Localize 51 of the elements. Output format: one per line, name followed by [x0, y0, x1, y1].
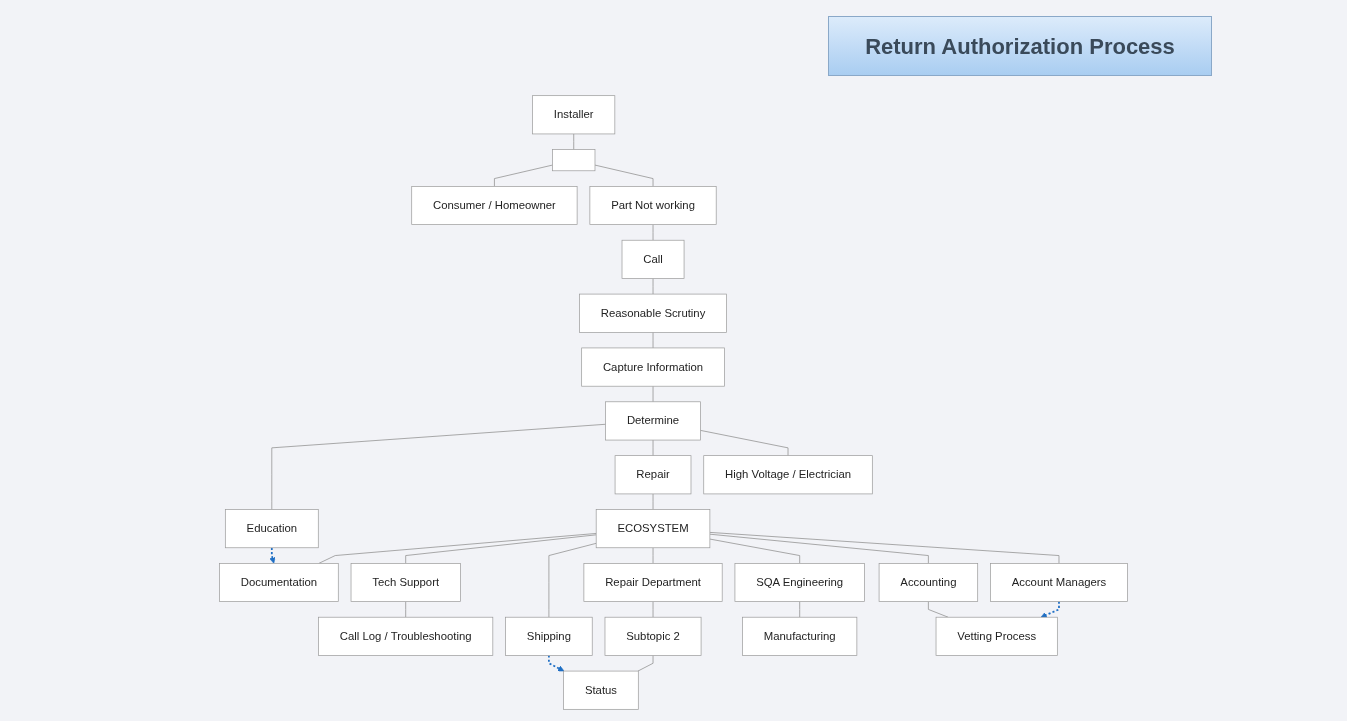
node-box: [552, 149, 596, 172]
node-box: Vetting Process: [935, 616, 1058, 656]
connector: [652, 224, 654, 241]
connector: [271, 423, 607, 510]
node-box: Education: [224, 509, 319, 549]
connector: [709, 538, 801, 564]
connector: [709, 533, 929, 564]
connector: [700, 429, 789, 457]
node-box: Accounting: [878, 563, 979, 602]
connector: [652, 385, 654, 403]
node-box: Manufacturing: [742, 616, 858, 656]
connector: [652, 331, 654, 349]
connector: [548, 542, 597, 618]
connector: [652, 601, 654, 618]
node-box: High Voltage / Electrician: [703, 455, 873, 495]
node-box: Status: [563, 670, 639, 710]
arrow: [269, 546, 276, 564]
connector: [494, 164, 553, 187]
connector: [637, 655, 654, 672]
connector: [652, 278, 654, 295]
connector: [405, 601, 407, 618]
node-box: Capture Information: [581, 347, 725, 387]
connector: [652, 547, 654, 564]
node-box: Shipping: [505, 616, 593, 656]
connector: [594, 164, 654, 187]
node-box: Repair: [614, 455, 692, 495]
connector: [405, 534, 597, 564]
arrow: [548, 654, 565, 672]
connector: [318, 533, 597, 564]
node-box: Determine: [605, 401, 701, 441]
node-box: ECOSYSTEM: [595, 509, 711, 549]
connector: [799, 601, 801, 618]
connector: [573, 133, 575, 150]
node-box: SQA Engineering: [734, 563, 865, 602]
node-box: Call: [621, 239, 685, 279]
node-box: Subtopic 2: [604, 616, 702, 656]
node-box: Installer: [532, 95, 616, 135]
node-box: Call Log / Troubleshooting: [318, 616, 494, 656]
connector: [927, 601, 949, 618]
node-box: Tech Support: [350, 563, 461, 602]
node-box: Repair Department: [583, 563, 723, 602]
connector: [652, 439, 654, 457]
connector: [652, 493, 654, 510]
arrow: [1040, 600, 1060, 618]
node-box: Consumer / Homeowner: [411, 186, 578, 225]
node-box: Reasonable Scrutiny: [579, 293, 727, 333]
node-box: Part Not working: [589, 186, 717, 225]
title-banner: Return Authorization Process: [828, 16, 1212, 76]
node-box: Account Managers: [990, 563, 1128, 602]
connector: [709, 532, 1060, 564]
node-box: Documentation: [219, 563, 339, 602]
